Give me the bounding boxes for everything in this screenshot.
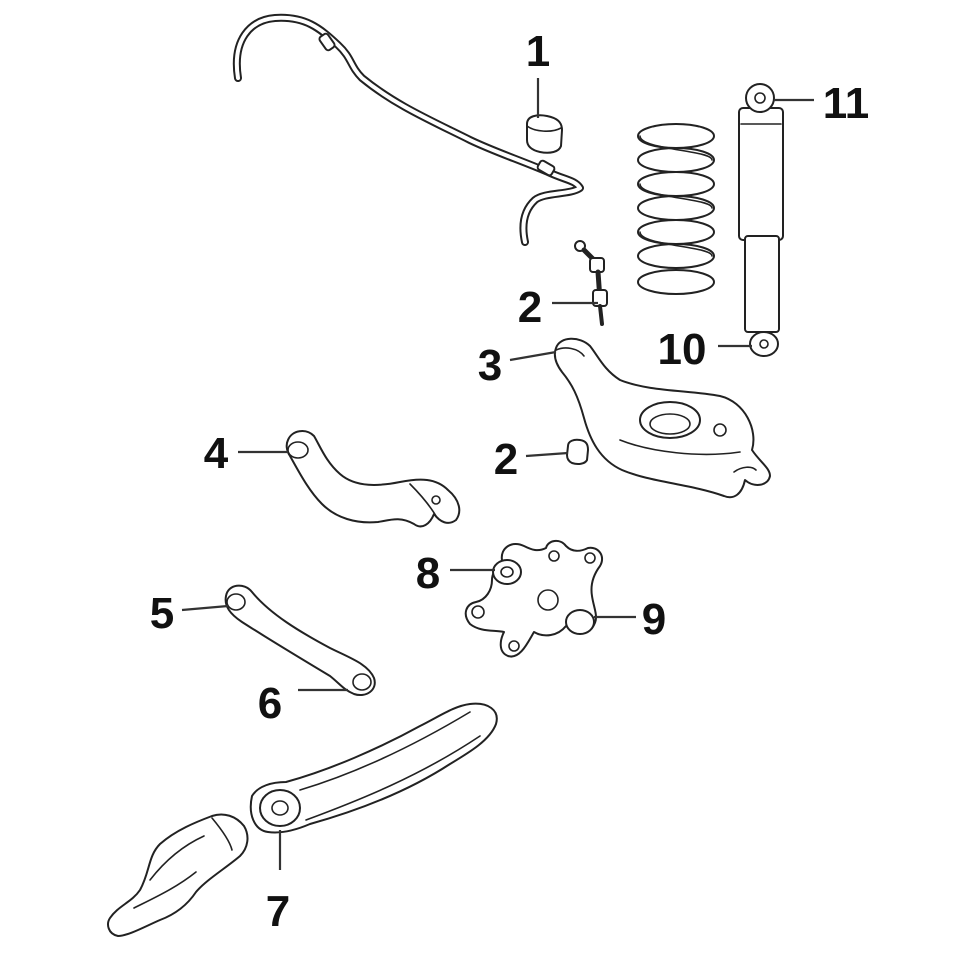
callout-9: 9 — [642, 595, 666, 644]
callout-1: 1 — [526, 27, 550, 76]
leader-3 — [509, 350, 557, 362]
callout-4: 4 — [204, 429, 229, 478]
callout-7: 7 — [266, 887, 290, 936]
mounting-bracket — [107, 813, 249, 937]
upper-control-arm — [553, 337, 771, 499]
callout-11: 11 — [823, 79, 870, 128]
callout-2-stabilizer-link: 2 — [518, 283, 542, 332]
callout-10: 10 — [658, 325, 707, 374]
control-arm-bushing — [566, 438, 589, 465]
callout-6: 6 — [258, 679, 282, 728]
stabilizer-bar — [232, 13, 584, 246]
coil-spring — [637, 123, 715, 295]
lateral-link — [285, 430, 461, 528]
leader-lines — [181, 78, 814, 870]
knuckle-hub-carrier — [464, 540, 604, 658]
callout-3: 3 — [478, 341, 502, 390]
stabilizer-bushing — [526, 114, 563, 154]
stabilizer-link — [574, 240, 608, 326]
callout-2-bushing: 2 — [494, 435, 518, 484]
callout-5: 5 — [150, 589, 174, 638]
callout-labels: 1 2 3 2 4 5 6 7 8 9 10 11 — [150, 27, 870, 936]
trailing-arm — [249, 702, 498, 834]
lower-link — [224, 584, 376, 696]
callout-8: 8 — [416, 549, 440, 598]
shock-absorber — [738, 83, 784, 357]
leader-5 — [181, 604, 229, 612]
leader-2b — [525, 451, 569, 458]
